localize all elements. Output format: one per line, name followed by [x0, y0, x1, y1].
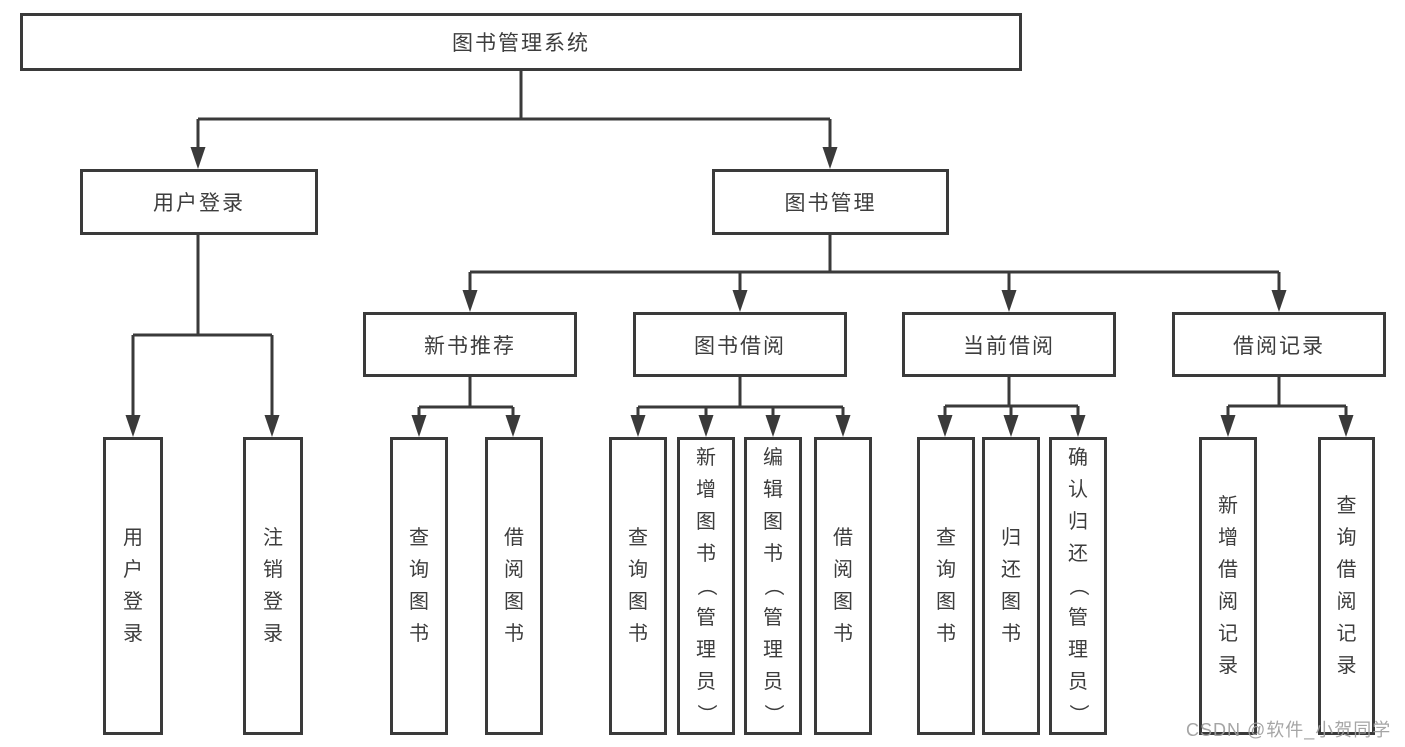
leaf-add-borrow-record: 新增借阅记录 [1199, 437, 1257, 735]
connector-bookborrow-group [636, 377, 845, 416]
arrowheads-level2 [190, 147, 838, 169]
arrowheads-leaves [125, 415, 1354, 437]
leaf-return-book: 归还图书 [982, 437, 1040, 735]
leaf-label: 查询图书 [628, 527, 648, 645]
leaf-label: 借阅图书 [504, 527, 524, 645]
connector-borrowrecord-group [1226, 377, 1348, 416]
node-user-login: 用户登录 [80, 169, 318, 235]
leaf-label: 编辑图书（管理员） [762, 447, 784, 724]
node-book-borrow: 图书借阅 [633, 312, 847, 377]
connector-bookmgmt-to-level3 [468, 235, 1281, 292]
leaf-label: 查询借阅记录 [1336, 495, 1357, 677]
connector-newbook-group [417, 377, 515, 416]
leaf-query-books-3: 查询图书 [917, 437, 975, 735]
node-root: 图书管理系统 [20, 13, 1022, 71]
leaf-query-books-2: 查询图书 [609, 437, 667, 735]
connector-currentborrow-group [943, 377, 1080, 416]
leaf-borrow-books-1: 借阅图书 [485, 437, 543, 735]
connector-root-to-level2 [196, 71, 832, 149]
node-book-management: 图书管理 [712, 169, 949, 235]
leaf-borrow-books-2: 借阅图书 [814, 437, 872, 735]
csdn-watermark: CSDN @软件_小贺同学 [1186, 720, 1392, 740]
node-borrow-records: 借阅记录 [1172, 312, 1386, 377]
leaf-edit-book-admin: 编辑图书（管理员） [744, 437, 802, 735]
leaf-logout-login: 注销登录 [243, 437, 303, 735]
leaf-query-borrow-record: 查询借阅记录 [1318, 437, 1375, 735]
node-new-book-recommend: 新书推荐 [363, 312, 577, 377]
node-current-borrow: 当前借阅 [902, 312, 1116, 377]
leaf-label: 借阅图书 [833, 527, 853, 645]
leaf-label: 归还图书 [1001, 527, 1021, 645]
leaf-label: 新增图书（管理员） [695, 447, 717, 724]
leaf-confirm-return-admin: 确认归还（管理员） [1049, 437, 1107, 735]
connector-userlogin-group [131, 235, 274, 416]
leaf-user-login: 用户登录 [103, 437, 163, 735]
leaf-label: 用户登录 [123, 527, 143, 645]
leaf-label: 新增借阅记录 [1218, 495, 1238, 677]
leaf-label: 确认归还（管理员） [1067, 447, 1089, 724]
leaf-add-book-admin: 新增图书（管理员） [677, 437, 735, 735]
arrowheads-level3 [462, 290, 1287, 312]
leaf-label: 查询图书 [409, 527, 429, 645]
leaf-label: 查询图书 [936, 527, 956, 645]
leaf-query-books-1: 查询图书 [390, 437, 448, 735]
leaf-label: 注销登录 [263, 527, 283, 645]
